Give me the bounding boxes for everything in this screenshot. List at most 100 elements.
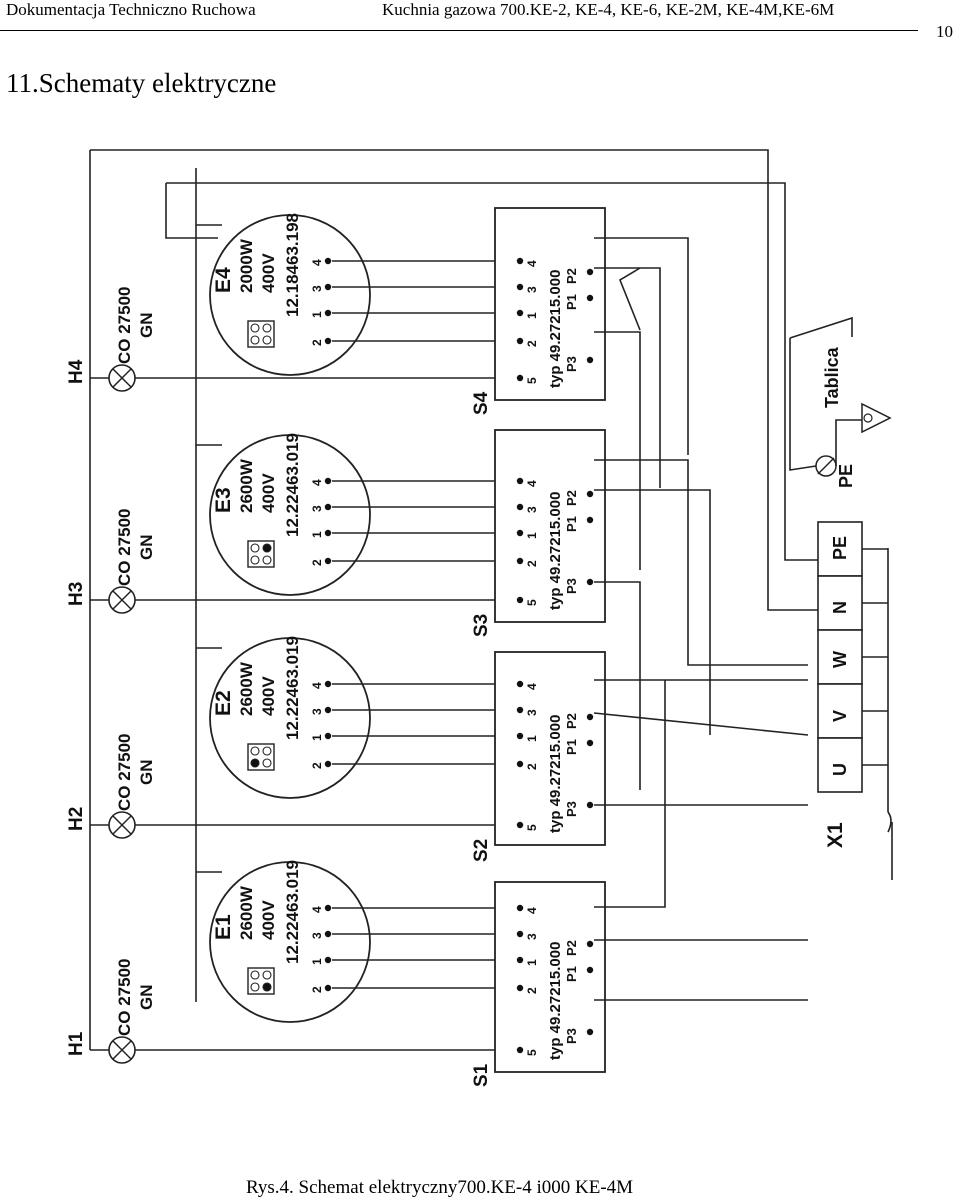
tablica-ground-wire [835, 419, 868, 466]
switch-input-terminal-dot [516, 760, 524, 768]
heater-terminal-dot [324, 309, 332, 317]
terminal-block-label: W [830, 651, 850, 668]
switch-input-terminal-label: 3 [525, 933, 539, 940]
pe-label: PE [836, 464, 856, 488]
heater-terminal-dot [324, 529, 332, 537]
switch-input-terminal-label: 3 [525, 286, 539, 293]
heater-indicator-dot [262, 982, 272, 992]
wire-s3-p2 [594, 459, 808, 666]
frame-wire-pe-link [166, 182, 818, 561]
switch-s4-body [494, 207, 606, 401]
lamp-model-label: CO 27500 [115, 509, 134, 587]
switch-input-terminal-dot [516, 557, 524, 565]
switch-output-terminal-label: P2 [564, 490, 579, 506]
heater-part-label: 12.18463.198 [283, 213, 302, 317]
switch-input-terminal-label: 4 [525, 907, 539, 914]
terminal-block-label: PE [830, 536, 850, 560]
frame-wire-e4-tap [165, 183, 218, 239]
switch-input-terminal-label: 4 [525, 480, 539, 487]
switch-input-terminal-label: 2 [525, 987, 539, 994]
tablica-label: Tablica [822, 346, 842, 408]
switch-type-label: typ 49.27215.000 [547, 942, 564, 1060]
lamp-color-label: GN [137, 535, 156, 561]
switch-input-terminal-dot [516, 930, 524, 938]
tablica-ground-icon [861, 402, 892, 434]
header-product-title: Kuchnia gazowa 700.KE-2, KE-4, KE-6, KE-… [382, 0, 835, 19]
switch-input-terminal-dot [516, 283, 524, 291]
lamp-id-label: H1 [66, 1031, 87, 1056]
heater-indicator-dot [262, 543, 272, 553]
header-rule [0, 30, 918, 31]
heater-terminal-dot [324, 984, 332, 992]
switch-output-terminal-dot [586, 294, 594, 302]
header-document-title: Dokumentacja Techniczno Ruchowa [6, 0, 256, 19]
switch-id-label: S3 [471, 614, 492, 637]
lamp-color-label: GN [137, 760, 156, 786]
switch-input-terminal-dot [516, 904, 524, 912]
switch-output-terminal-label: P1 [564, 516, 579, 532]
lamp-cross-b [112, 815, 132, 835]
switch-output-terminal-dot [586, 516, 594, 524]
heater-indicator-dot [250, 543, 260, 553]
heater-terminal-label: 2 [310, 762, 324, 769]
wire-s4-p1 [594, 267, 661, 488]
switch-input-terminal-dot [516, 1046, 524, 1054]
heater-indicator-dot [262, 323, 272, 333]
switch-output-terminal-label: P2 [564, 268, 579, 284]
heater-terminal-label: 4 [310, 906, 324, 913]
switch-input-terminal-label: 2 [525, 763, 539, 770]
tablica-ground-dot [863, 413, 873, 423]
switch-input-terminal-dot [516, 309, 524, 317]
heater-power-label: 2600W [237, 458, 256, 513]
switch-input-terminal-dot [516, 732, 524, 740]
terminal-block-cell [817, 575, 863, 631]
switch-input-terminal-dot [516, 680, 524, 688]
switch-input-terminal-dot [516, 477, 524, 485]
switch-input-terminal-label: 1 [525, 735, 539, 742]
heater-terminal-dot [324, 706, 332, 714]
heater-power-label: 2600W [237, 885, 256, 940]
terminal-block-id-label: X1 [824, 822, 847, 848]
heater-voltage-label: 400V [259, 473, 278, 513]
heater-terminal-dot [324, 956, 332, 964]
heater-indicator-dot [250, 335, 260, 345]
switch-input-terminal-dot [516, 337, 524, 345]
switch-type-label: typ 49.27215.000 [547, 715, 564, 833]
heater-terminal-label: 4 [310, 259, 324, 266]
heater-terminal-dot [324, 680, 332, 688]
heater-terminal-dot [324, 283, 332, 291]
heater-terminal-label: 2 [310, 339, 324, 346]
switch-type-label: typ 49.27215.000 [547, 492, 564, 610]
switch-output-terminal-dot [586, 739, 594, 747]
heater-terminal-label: 1 [310, 311, 324, 318]
terminal-block-cell [817, 737, 863, 793]
heater-indicator-dot [250, 982, 260, 992]
lamp-id-label: H3 [66, 582, 87, 606]
switch-output-terminal-dot [586, 356, 594, 364]
switch-output-terminal-label: P2 [564, 940, 579, 956]
heater-terminal-label: 1 [310, 734, 324, 741]
lamp-model-label: CO 27500 [115, 959, 134, 1037]
switch-input-terminal-label: 1 [525, 312, 539, 319]
heater-terminal-dot [324, 760, 332, 768]
switch-id-label: S1 [471, 1063, 492, 1087]
heater-part-label: 12.22463.019 [283, 636, 302, 740]
heater-terminal-dot [324, 904, 332, 912]
switch-output-terminal-dot [586, 801, 594, 809]
supply-cable-bend [887, 811, 892, 833]
switch-input-terminal-dot [516, 596, 524, 604]
lamp-color-label: GN [137, 985, 156, 1011]
wire-s4-p3 [594, 331, 641, 570]
switch-input-terminal-label: 4 [525, 260, 539, 267]
lamp-id-label: H4 [66, 359, 87, 384]
switch-input-terminal-dot [516, 503, 524, 511]
switch-output-terminal-dot [586, 490, 594, 498]
figure-caption: Rys.4. Schemat elektryczny700.KE-4 i000 … [246, 1177, 634, 1198]
switch-output-terminal-label: P3 [564, 578, 579, 594]
switch-output-terminal-label: P1 [564, 294, 579, 310]
switch-input-terminal-dot [516, 257, 524, 265]
switch-input-terminal-label: 5 [525, 599, 539, 606]
lamp-cross-b [112, 368, 132, 388]
switch-output-terminal-dot [586, 713, 594, 721]
